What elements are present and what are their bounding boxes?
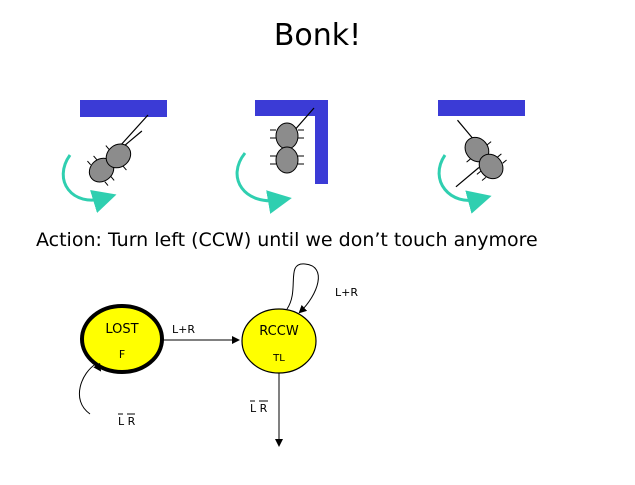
- state-lost-output: F: [119, 348, 125, 361]
- state-lost-name: LOST: [105, 322, 138, 337]
- transition-lost-to-rccw-label: L+R: [172, 323, 195, 336]
- action-description: Action: Turn left (CCW) until we don’t t…: [36, 229, 538, 251]
- scene-3: [437, 100, 525, 214]
- transition-lost-self-label: L R: [118, 415, 136, 428]
- state-lost: [80, 304, 164, 374]
- robot: [455, 119, 507, 188]
- transition-rccw-self-loop: [286, 263, 319, 314]
- state-rccw-output: TL: [272, 353, 285, 364]
- scene-2: [235, 100, 328, 214]
- state-machine: LOST F RCCW TL L+R L+R L R L R: [79, 263, 358, 447]
- wall-side: [315, 100, 328, 184]
- wall: [80, 100, 167, 117]
- turn-arrow: [61, 154, 117, 213]
- slide-title: Bonk!: [273, 18, 362, 53]
- turn-arrow: [437, 154, 492, 214]
- transition-rccw-exit-label: L R: [250, 402, 268, 415]
- turn-arrow: [235, 152, 292, 214]
- transition-lost-self-loop: [79, 362, 102, 415]
- state-rccw-name: RCCW: [259, 324, 299, 339]
- robot: [270, 107, 315, 174]
- wall-top: [255, 100, 327, 116]
- robot: [87, 114, 149, 186]
- scene-1: [61, 100, 167, 213]
- wall: [438, 100, 525, 116]
- transition-rccw-self-label: L+R: [335, 286, 358, 299]
